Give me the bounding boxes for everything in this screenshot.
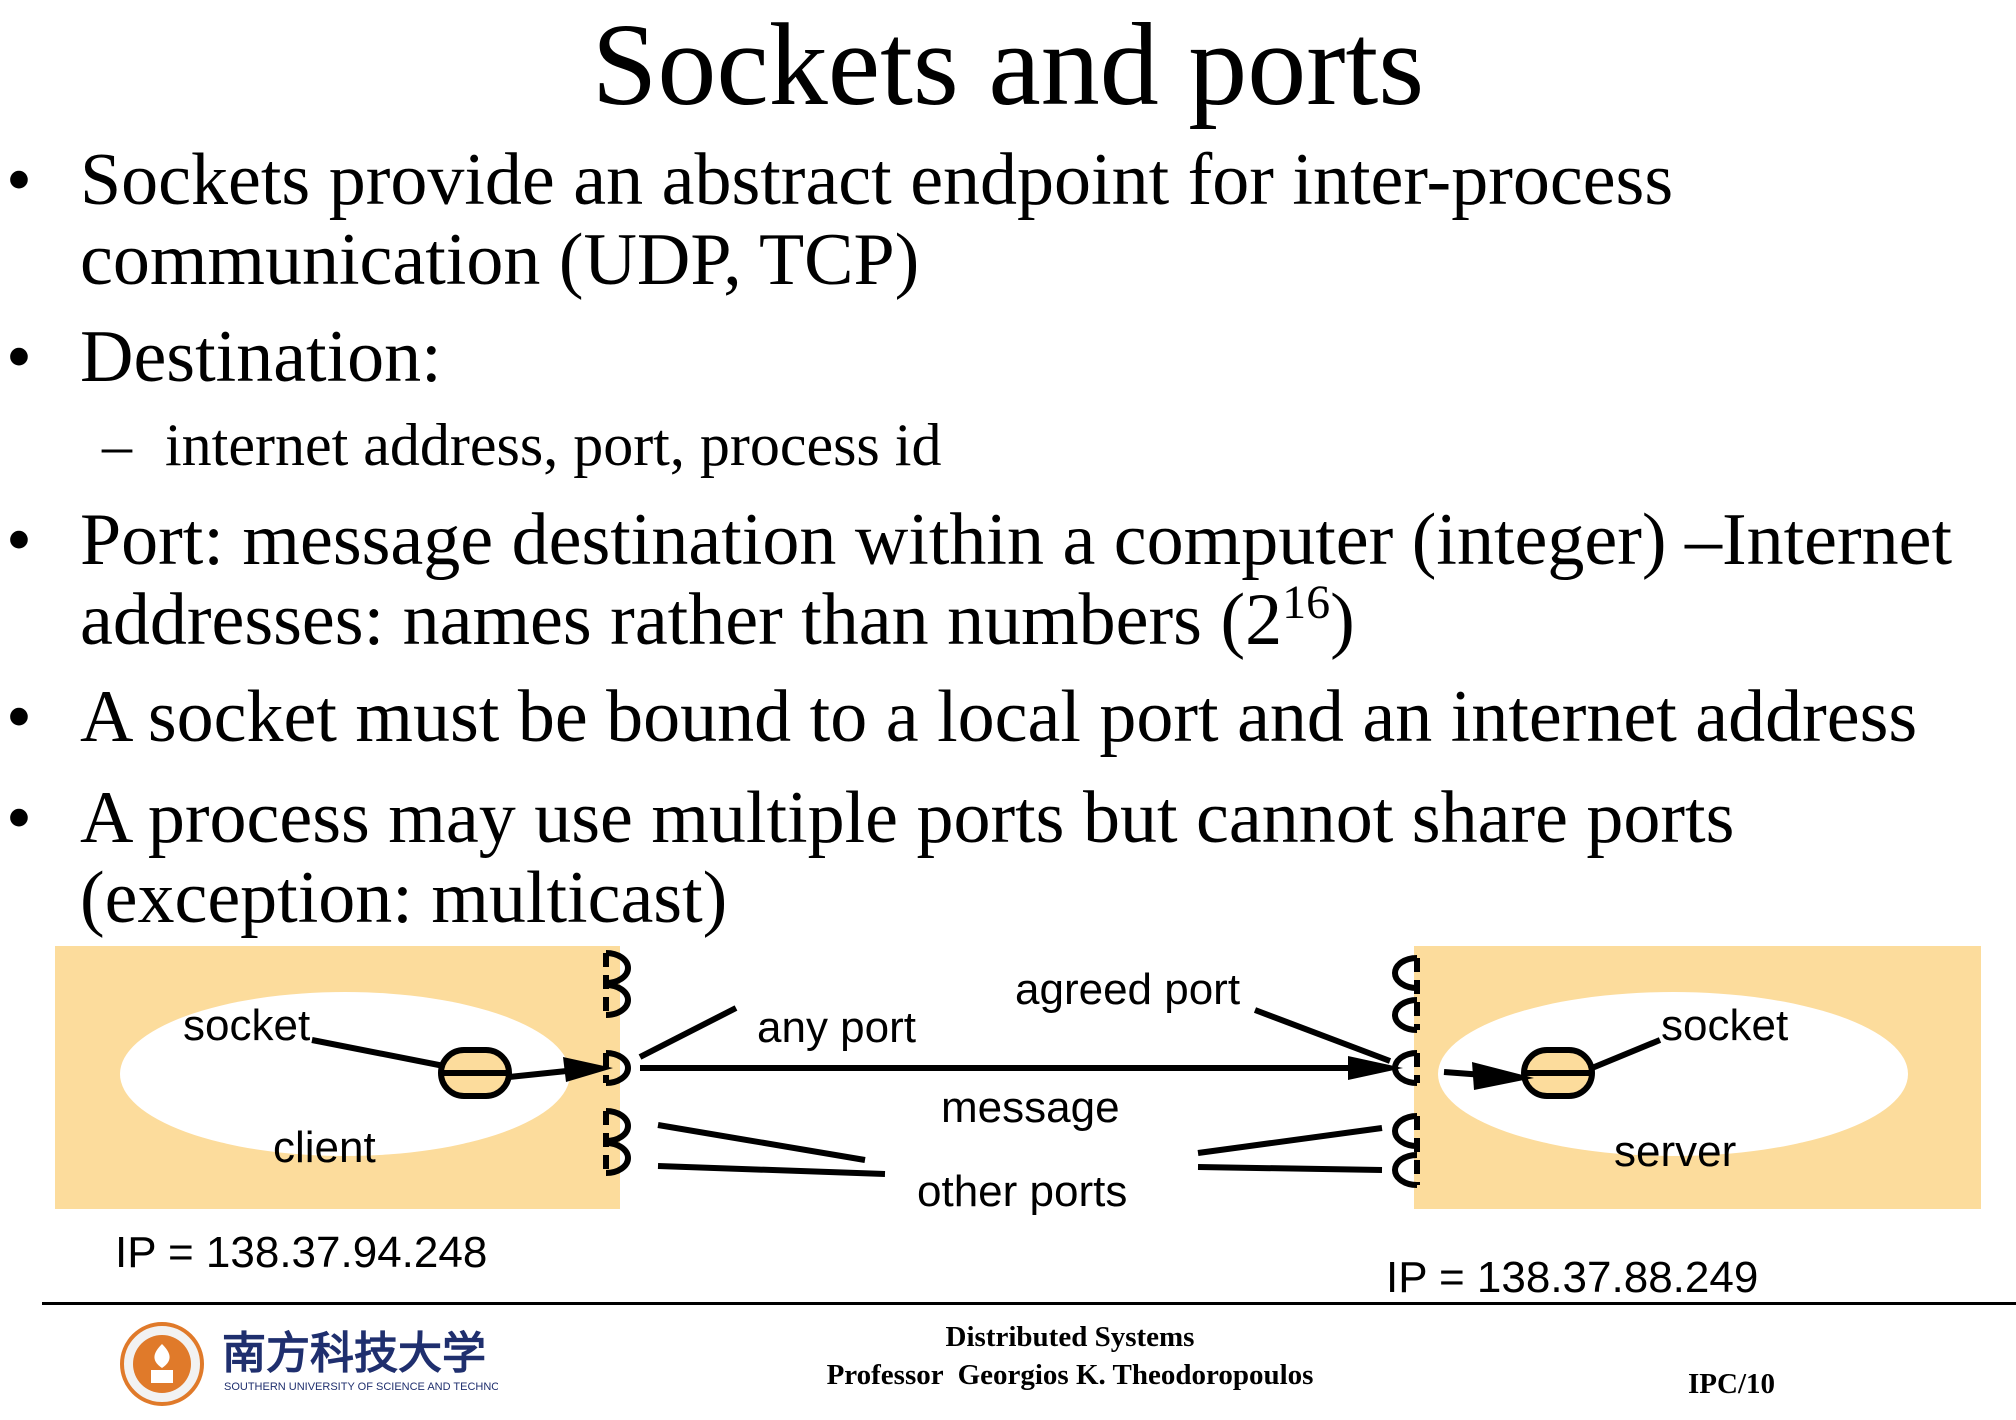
bullet-line: (exception: multicast)	[80, 857, 728, 939]
university-name-cn: 南方科技大学	[222, 1328, 486, 1379]
client-socket	[438, 1047, 512, 1099]
bullet-line: Sockets provide an abstract endpoint for…	[80, 139, 1674, 221]
client-socket-label: socket	[183, 1001, 310, 1050]
footer-course-info: Distributed Systems Professor Georgios K…	[760, 1318, 1380, 1394]
client-label: client	[273, 1123, 376, 1172]
server-ip-label: IP = 138.37.88.249	[1386, 1253, 1758, 1300]
bullet-text: A socket must be bound to a local port a…	[80, 677, 2000, 757]
server-socket-label: socket	[1661, 1001, 1788, 1050]
sub-bullet-marker: –	[102, 412, 132, 478]
bullet-marker: •	[6, 316, 32, 398]
professor-name: Professor Georgios K. Theodoropoulos	[826, 1359, 1314, 1391]
message-label: message	[941, 1083, 1120, 1132]
client-process-ellipse	[120, 992, 570, 1156]
socket-port-diagram: socket client any port agreed port messa…	[55, 946, 1981, 1300]
bullet-line-part: addresses: names rather than numbers (2	[80, 579, 1283, 661]
course-title: Distributed Systems	[945, 1321, 1195, 1353]
slide-title: Sockets and ports	[591, 0, 1425, 130]
exponent: 16	[1282, 576, 1331, 629]
client-ip-label: IP = 138.37.94.248	[115, 1228, 487, 1277]
bullet-line-part: )	[1330, 579, 1355, 661]
server-socket	[1521, 1047, 1595, 1099]
bullet-marker: •	[6, 777, 32, 859]
bullet-line: communication (UDP, TCP)	[80, 219, 920, 301]
bullet-line: Destination:	[80, 316, 442, 398]
server-ports	[1392, 955, 1420, 1188]
bullet-marker: •	[6, 676, 32, 758]
university-logo: 南方科技大学 SOUTHERN UNIVERSITY OF SCIENCE AN…	[120, 1322, 498, 1406]
bullet-text: Sockets provide an abstract endpoint for…	[80, 140, 2000, 300]
server-socket-arrowhead	[1472, 1062, 1534, 1090]
bullet-marker: •	[6, 499, 32, 581]
university-seal-icon	[120, 1322, 204, 1406]
bullet-line: A process may use multiple ports but can…	[80, 777, 1735, 859]
bullet-text: A process may use multiple ports but can…	[80, 778, 2000, 938]
bullet-text: Destination:	[80, 317, 2000, 397]
page-number: IPC/10	[1688, 1368, 1775, 1400]
other-ports-label: other ports	[917, 1167, 1127, 1216]
bullet-line: addresses: names rather than numbers (21…	[80, 579, 2000, 661]
message-arrowhead	[1348, 1056, 1403, 1080]
bullet-text: Port: message destination within a compu…	[80, 500, 2000, 660]
server-label: server	[1614, 1127, 1736, 1176]
bullet-line: Port: message destination within a compu…	[80, 499, 1953, 581]
bullet-marker: •	[6, 139, 32, 221]
footer-divider	[42, 1302, 2016, 1305]
university-name-en: SOUTHERN UNIVERSITY OF SCIENCE AND TECHN…	[224, 1381, 498, 1393]
server-process-ellipse	[1438, 992, 1908, 1156]
agreed-port-label: agreed port	[1015, 965, 1240, 1014]
client-ports	[603, 950, 631, 1176]
client-port-arrowhead	[563, 1057, 613, 1082]
sub-bullet-text: internet address, port, process id	[165, 412, 942, 478]
bullet-line: A socket must be bound to a local port a…	[80, 676, 1918, 758]
any-port-label: any port	[757, 1003, 916, 1052]
